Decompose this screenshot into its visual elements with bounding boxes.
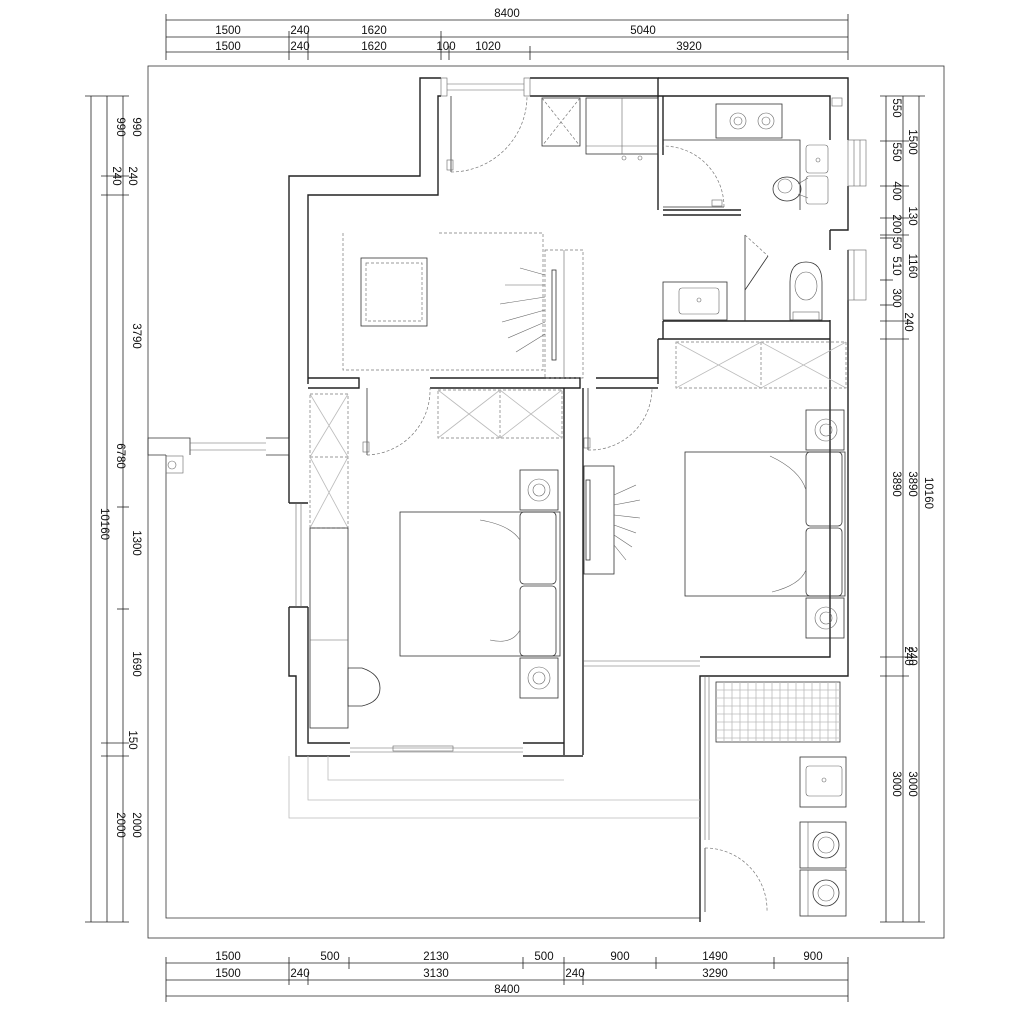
top-row2-label: 1500 — [215, 41, 241, 53]
right-middle-label: 1160 — [906, 254, 918, 279]
bottom-dimension-chain: 1500 500 2130 500 900 1490 900 1500 240 … — [165, 951, 849, 1002]
bottom-row2-label: 3130 — [423, 968, 449, 980]
right-middle-label: 240 — [906, 646, 918, 665]
right-inner-label: 240 — [902, 312, 914, 331]
top-row2-label: 240 — [290, 41, 309, 53]
right-inner-label: 3000 — [890, 771, 902, 797]
right-middle-label: 3890 — [906, 471, 918, 497]
bottom-row1-label: 500 — [320, 951, 339, 963]
drawing-frame — [147, 65, 945, 939]
right-inner-label: 200 — [890, 214, 902, 233]
left-outer-label: 10160 — [98, 508, 110, 540]
right-outer-label: 10160 — [922, 477, 934, 509]
bottom-row1-label: 1500 — [215, 951, 241, 963]
bottom-row1-label: 900 — [610, 951, 629, 963]
right-middle-label: 1500 — [906, 129, 918, 155]
left-middle-label: 6780 — [114, 443, 126, 469]
right-inner-label: 550 — [890, 98, 902, 117]
right-inner-label: 240 — [902, 646, 914, 665]
top-row2-label: 100 — [436, 41, 455, 53]
left-middle-label: 2000 — [114, 812, 126, 838]
left-inner-label: 990 — [130, 117, 142, 136]
left-inner-label: 150 — [126, 730, 138, 749]
bottom-row1-label: 2130 — [423, 951, 449, 963]
bottom-overall-label: 8400 — [494, 984, 520, 996]
right-dimension-chain: 10160 1500 130 1160 3890 240 3000 550 55… — [880, 95, 934, 923]
top-row2-label: 1020 — [475, 41, 501, 53]
top-dimension-chain: 8400 1500 240 1620 5040 1500 240 1620 10… — [165, 8, 849, 60]
bottom-row1-label: 500 — [534, 951, 553, 963]
bottom-row1-label: 1490 — [702, 951, 728, 963]
left-dimension-chain: 10160 6780 2000 990 240 990 240 3790 130… — [85, 95, 142, 923]
right-inner-label: 50 — [890, 237, 902, 250]
right-inner-label: 550 — [890, 142, 902, 161]
right-inner-label: 300 — [890, 288, 902, 307]
left-extra-label: 990 — [114, 117, 126, 136]
bottom-row2-label: 1500 — [215, 968, 241, 980]
top-row1-label: 1500 — [215, 25, 241, 37]
top-row2-label: 3920 — [676, 41, 702, 53]
walls — [147, 77, 849, 922]
top-row1-label: 5040 — [630, 25, 656, 37]
right-middle-label: 3000 — [906, 771, 918, 797]
windows — [295, 77, 867, 840]
bottom-row2-label: 3290 — [702, 968, 728, 980]
top-row1-label: 240 — [290, 25, 309, 37]
top-row1-label: 1620 — [361, 25, 387, 37]
top-overall-label: 8400 — [494, 8, 520, 20]
bottom-row2-label: 240 — [565, 968, 584, 980]
left-inner-label: 2000 — [130, 812, 142, 838]
doors — [362, 95, 769, 913]
right-middle-label: 130 — [906, 206, 918, 225]
left-inner-label: 3790 — [130, 323, 142, 349]
right-inner-label: 510 — [890, 256, 902, 275]
left-inner-label: 1690 — [130, 651, 142, 677]
left-inner-label: 1300 — [130, 530, 142, 556]
right-inner-label: 400 — [890, 181, 902, 200]
bottom-row1-label: 900 — [803, 951, 822, 963]
right-inner-label: 3890 — [890, 471, 902, 497]
top-row2-label: 1620 — [361, 41, 387, 53]
left-extra-label: 240 — [110, 166, 122, 185]
left-inner-label: 240 — [126, 166, 138, 185]
bottom-row2-label: 240 — [290, 968, 309, 980]
furniture — [309, 97, 847, 917]
